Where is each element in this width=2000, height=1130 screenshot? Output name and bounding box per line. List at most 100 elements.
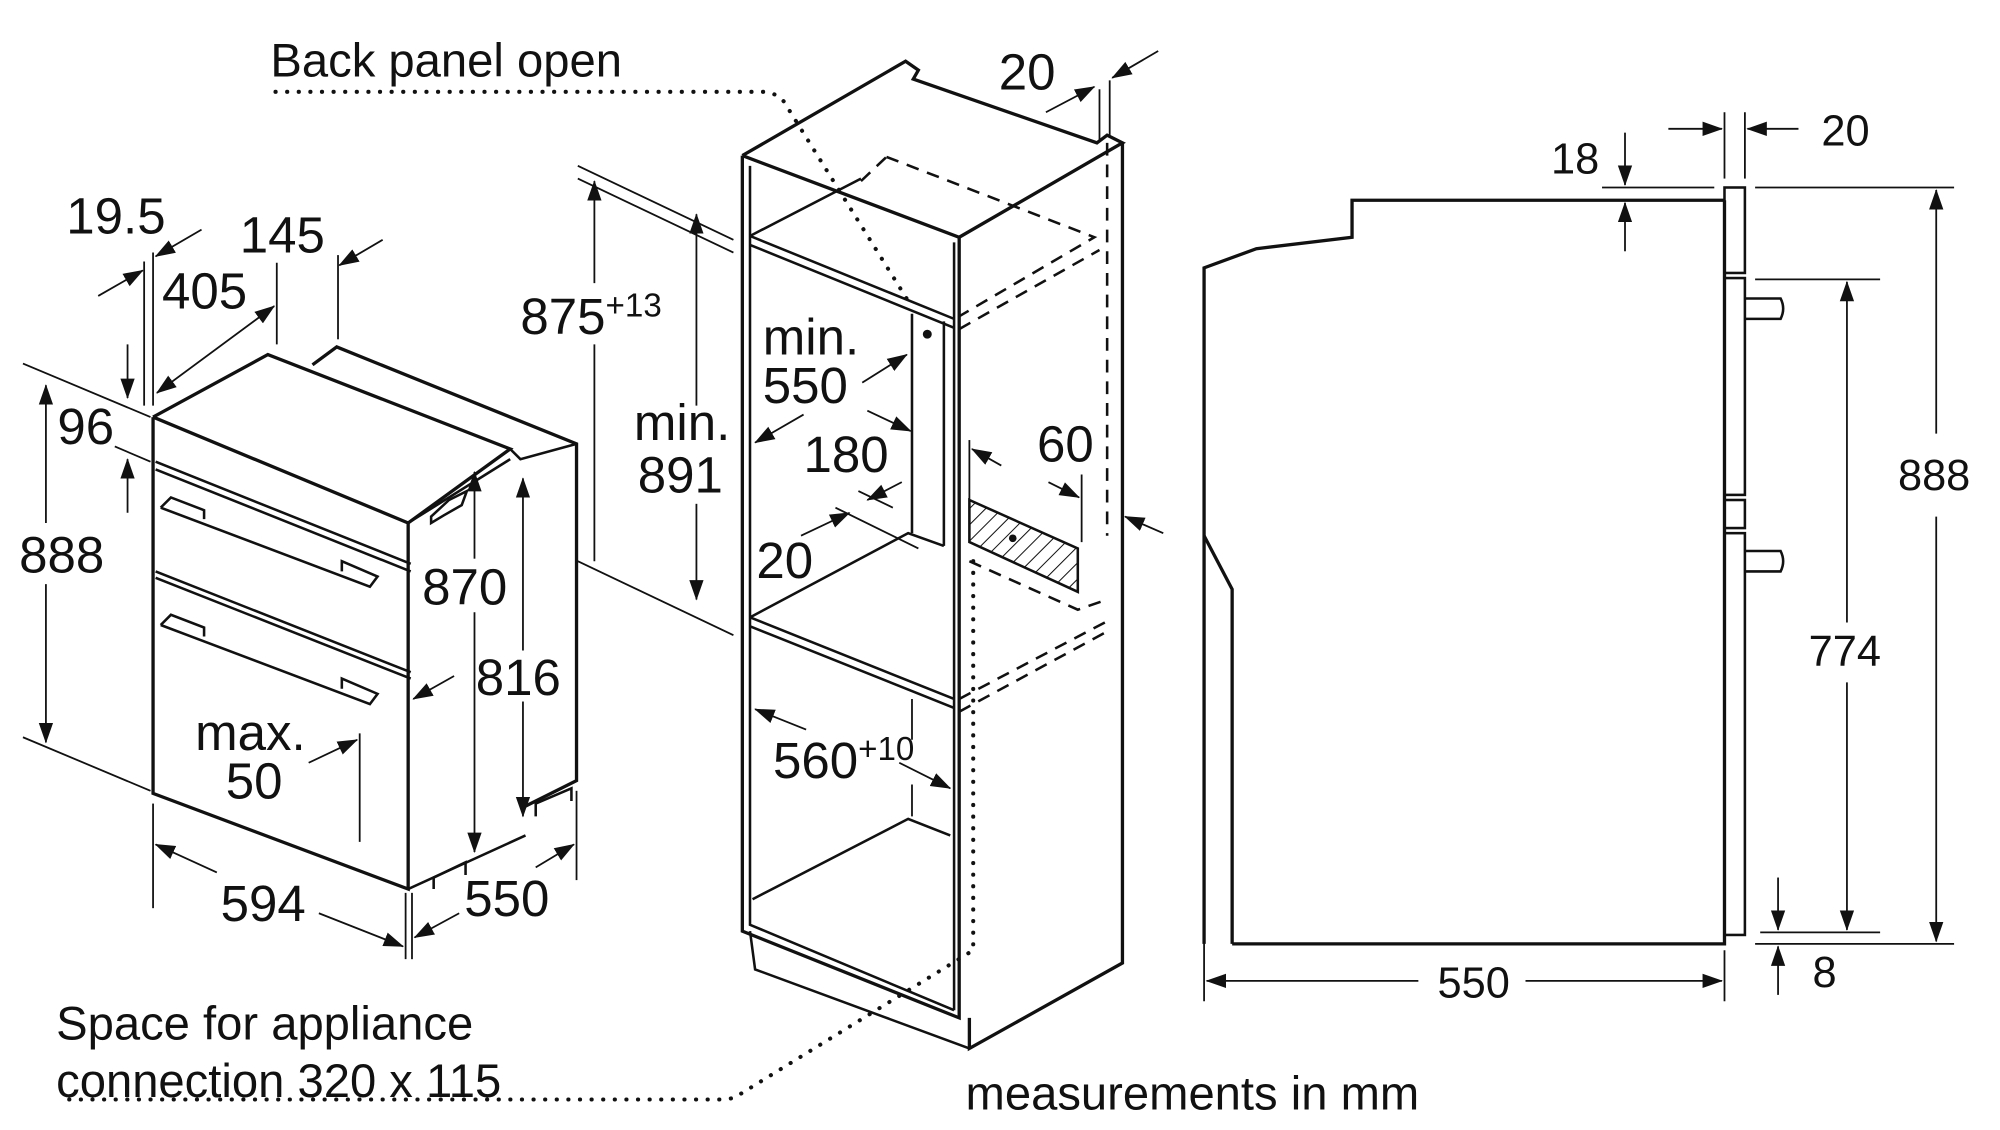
dim-arrow	[154, 843, 218, 874]
appliance-top-step	[509, 442, 577, 461]
dim-depth-body: 405	[162, 263, 247, 320]
dim-door-clearance-value: 50	[226, 752, 283, 809]
upper-knob	[1744, 297, 1785, 321]
dim-arrow	[971, 448, 1002, 467]
appliance-bottom-edge	[407, 834, 527, 891]
dim-door-height: 774	[1809, 628, 1881, 676]
dim-arrow	[535, 843, 575, 869]
dim-arrow	[1048, 481, 1080, 499]
dim-arrow	[308, 738, 359, 764]
ext-line	[22, 736, 151, 792]
cabinet-plinth	[748, 930, 1124, 1050]
connection-space-label-1: Space for appliance	[56, 998, 473, 1051]
middle-shelf	[749, 616, 955, 710]
cabinet-inner-frame	[748, 165, 955, 1012]
ext-line	[577, 165, 734, 254]
dim-niche-height: 875+13	[520, 287, 661, 345]
vent-hatch	[968, 498, 1080, 594]
dim-body-height: 870	[422, 559, 507, 616]
dim-rear-height: 816	[476, 649, 561, 706]
dim-arrow	[1124, 515, 1164, 534]
dim-door-clearance-label: max.	[195, 704, 306, 761]
upper-shelf	[749, 234, 955, 329]
back-panel-label: Back panel open	[270, 35, 622, 88]
bottom-shelf	[751, 817, 951, 901]
back-panel-note: Back panel open	[270, 35, 911, 304]
connection-space-label-2: connection 320 x 115	[56, 1055, 501, 1108]
rear-panel-hole	[922, 329, 932, 339]
dim-rear-gap: 180	[804, 426, 889, 483]
dim-arrow	[156, 305, 276, 394]
dim-arrow	[861, 353, 908, 384]
upper-door-handle	[159, 495, 380, 589]
dim-arrow	[866, 481, 903, 501]
ext-line	[22, 362, 151, 418]
door-divider-2	[155, 576, 412, 680]
side-profile	[1202, 198, 1727, 946]
cabinet-front-frame	[740, 155, 961, 1021]
dim-front-thickness: 20	[1821, 107, 1869, 155]
dim-arrow	[800, 511, 851, 537]
dim-arrow	[97, 269, 144, 297]
dim-arrow	[1111, 50, 1159, 79]
hidden-line	[958, 248, 1101, 331]
dim-arrow	[754, 708, 807, 731]
lower-knob	[1744, 549, 1785, 573]
door-gap-panel	[1723, 498, 1747, 530]
units-note: measurements in mm	[966, 1068, 1420, 1121]
dim-depth: 550	[464, 870, 549, 927]
dim-arrow	[412, 675, 455, 700]
dim-arrow	[898, 761, 952, 790]
side-recess	[429, 488, 470, 526]
dim-control-panel-height: 96	[57, 398, 114, 455]
appliance-isometric: 19.5 405 145 96 888 870 816 max. 50	[19, 187, 579, 960]
dim-arrow	[866, 409, 912, 432]
ext-line	[114, 445, 151, 463]
door-divider	[155, 570, 412, 674]
dim-min-depth-label: min.	[763, 309, 859, 366]
dim-arrow	[338, 239, 384, 267]
hidden-top-outline	[886, 155, 1098, 318]
appliance-front	[151, 415, 410, 892]
dim-depth-trim: 19.5	[66, 187, 165, 244]
connection-leader	[59, 559, 976, 1102]
cabinet-isometric: 875+13 min. 891 min. 550 180 20 60 20 56	[59, 43, 1164, 1102]
upper-door-front	[1723, 276, 1747, 497]
lower-door-front	[1723, 531, 1747, 937]
hidden-line	[860, 155, 888, 183]
upper-shelf-back	[749, 177, 862, 238]
dim-arrow	[154, 228, 202, 258]
dim-vent-depth: 60	[1037, 416, 1094, 473]
ext-line	[835, 490, 919, 550]
dim-side-depth: 550	[1438, 959, 1510, 1007]
dim-min-depth-value: 550	[763, 357, 848, 414]
dim-arrow	[413, 912, 460, 939]
dim-niche-width: 560+10	[773, 731, 914, 789]
dim-side-overall-height: 888	[1898, 452, 1970, 500]
ext-line	[577, 560, 734, 637]
control-panel-divider	[155, 460, 412, 565]
side-view: 20 18 888 774 8 550	[1202, 107, 1970, 1007]
dim-top-offset-side: 18	[1551, 135, 1599, 183]
side-profile-lower	[1202, 534, 1234, 944]
control-panel-front	[1723, 186, 1747, 275]
cabinet-side	[967, 142, 1125, 1052]
vent-dot	[1008, 534, 1017, 543]
lower-door-handle	[159, 613, 380, 706]
middle-shelf-back	[749, 531, 945, 619]
dim-arrow	[754, 413, 805, 444]
hidden-line	[958, 618, 1111, 713]
dim-overall-height: 888	[19, 527, 104, 584]
dim-shelf-thickness: 20	[756, 532, 813, 589]
hidden-line	[968, 560, 1108, 612]
appliance-rear-body	[311, 345, 579, 808]
rear-panel	[910, 313, 946, 546]
dim-top-offset: 20	[999, 43, 1056, 100]
dim-min-height-value: 891	[638, 446, 723, 503]
control-panel-divider-2	[155, 468, 412, 573]
dim-width: 594	[221, 875, 306, 932]
appliance-top-edge	[407, 458, 511, 525]
dim-min-height-label: min.	[634, 394, 730, 451]
